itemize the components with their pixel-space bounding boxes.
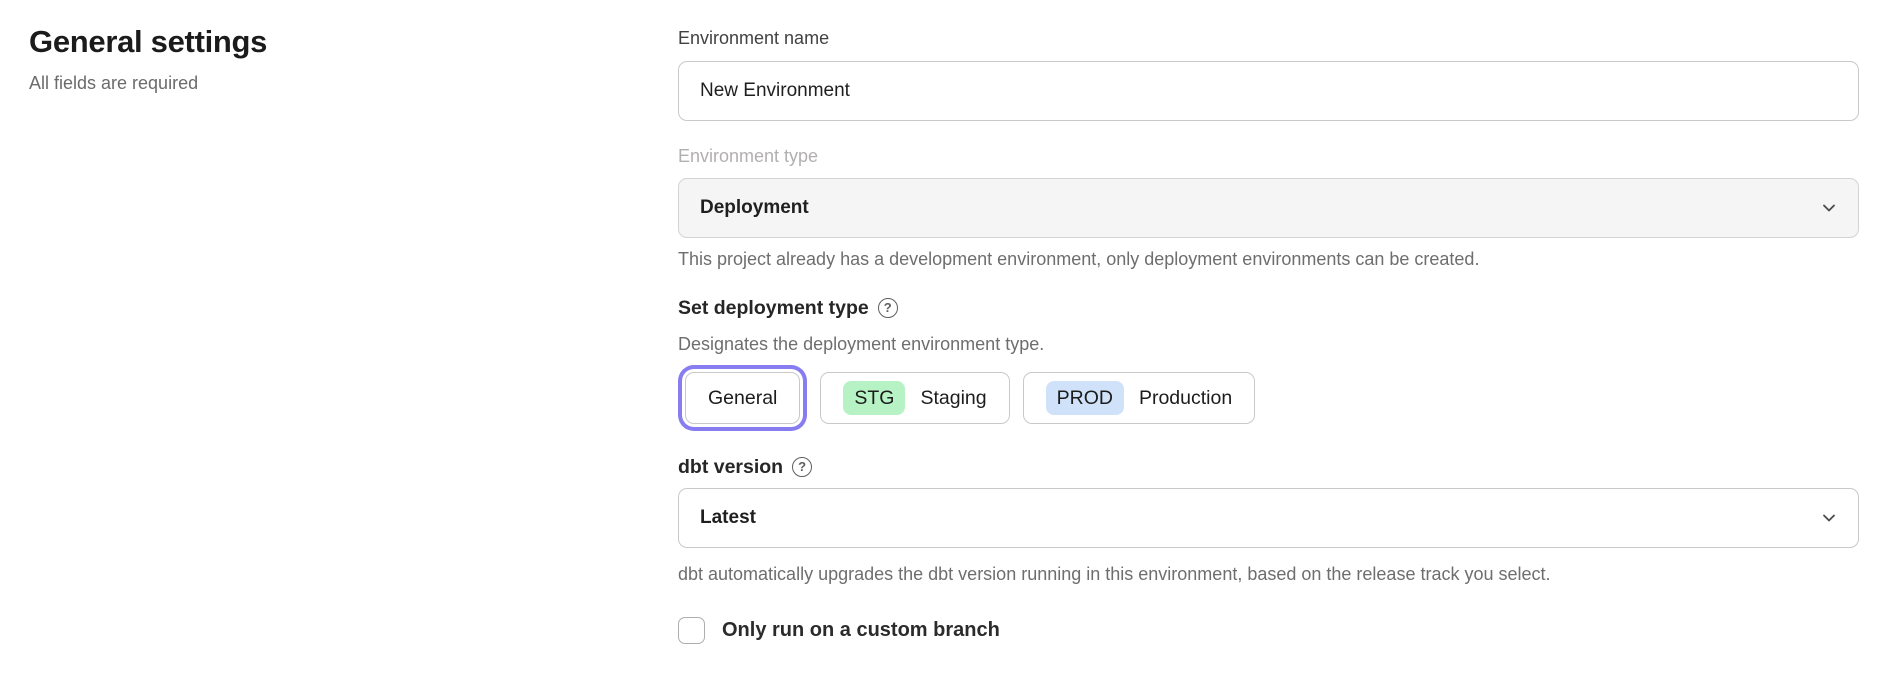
deployment-type-section-label: Set deployment type ?: [678, 296, 1859, 320]
page-subtitle: All fields are required: [29, 73, 199, 93]
deployment-type-general-label: General: [708, 386, 778, 409]
deployment-type-production-label: Production: [1138, 386, 1233, 409]
page-title: General settings: [29, 24, 268, 59]
dbt-version-value: Latest: [700, 507, 756, 528]
dbt-version-helper: dbt automatically upgrades the dbt versi…: [678, 564, 1551, 584]
environment-name-input[interactable]: [678, 61, 1859, 121]
staging-badge: STG: [843, 381, 906, 415]
deployment-type-staging-button[interactable]: STG Staging: [820, 372, 1010, 424]
help-icon[interactable]: ?: [877, 298, 898, 318]
chevron-down-icon: [1823, 204, 1835, 212]
environment-type-value: Deployment: [700, 197, 809, 218]
environment-settings-form: Environment name Environment type Deploy…: [678, 28, 1859, 644]
custom-branch-row: Only run on a custom branch: [678, 617, 1859, 644]
custom-branch-label: Only run on a custom branch: [722, 619, 1000, 641]
deployment-type-label-text: Set deployment type: [678, 297, 869, 319]
chevron-down-icon: [1823, 514, 1835, 522]
settings-header: General settings All fields are required: [29, 24, 267, 94]
custom-branch-checkbox[interactable]: [678, 617, 705, 644]
deployment-type-staging-label: Staging: [920, 386, 987, 409]
dbt-version-label-text: dbt version: [678, 456, 784, 478]
dbt-version-section-label: dbt version ?: [678, 455, 1859, 479]
dbt-version-select[interactable]: Latest: [678, 488, 1859, 548]
environment-name-label: Environment name: [678, 28, 830, 48]
production-badge: PROD: [1045, 381, 1124, 415]
deployment-type-options: General STG Staging PROD Production: [678, 372, 1859, 424]
deployment-type-helper: Designates the deployment environment ty…: [678, 334, 1045, 354]
environment-type-label: Environment type: [678, 146, 819, 166]
help-icon[interactable]: ?: [792, 457, 813, 477]
deployment-type-production-button[interactable]: PROD Production: [1022, 372, 1256, 424]
deployment-type-general-button[interactable]: General: [685, 372, 801, 424]
environment-type-select[interactable]: Deployment: [678, 178, 1859, 238]
environment-type-helper: This project already has a development e…: [678, 249, 1480, 269]
